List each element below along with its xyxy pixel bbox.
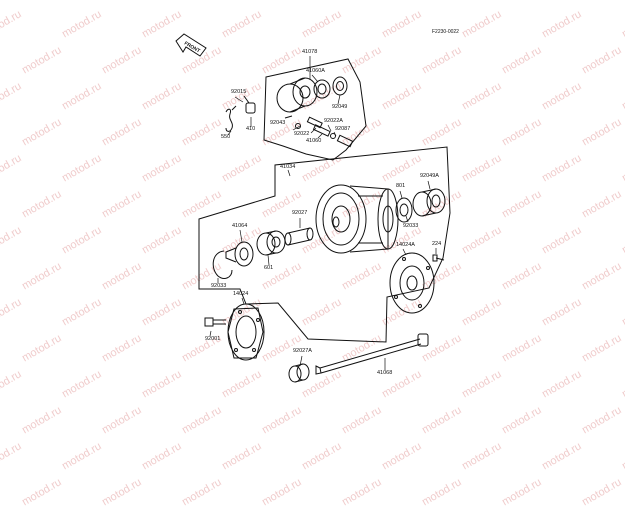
part-label-41034: 41034 [280, 164, 296, 170]
part-label-801: 801 [396, 183, 406, 189]
bearing-601-part [257, 231, 285, 255]
part-label-92033-right: 92033 [403, 223, 419, 229]
part-label-14024: 14024 [233, 291, 249, 297]
part-label-41060: 41060 [306, 138, 322, 144]
pin-parts [285, 116, 353, 147]
watermark-text: motod.ru [340, 476, 384, 508]
part-label-92027A: 92027A [293, 348, 312, 354]
part-label-92027: 92027 [292, 210, 308, 216]
part-label-92049: 92049 [332, 104, 348, 110]
part-label-92001: 92001 [205, 336, 221, 342]
part-label-92087: 92087 [335, 126, 351, 132]
watermark-text: motod.ru [420, 476, 464, 508]
part-label-92022: 92022 [294, 131, 310, 137]
watermark-text: motod.ru [180, 476, 224, 508]
spacer-tube-part [285, 228, 313, 245]
part-label-41068: 41068 [377, 370, 393, 376]
part-label-410: 410 [246, 126, 256, 132]
part-label-41064: 41064 [232, 223, 248, 229]
axle-41068-part [316, 334, 428, 374]
circlip-part [213, 251, 232, 278]
watermark-text: motod.ru [260, 476, 304, 508]
part-label-14024A: 14024A [396, 242, 415, 248]
part-label-41060A: 41060A [306, 68, 325, 74]
brake-plate-left-part [228, 304, 264, 360]
exploded-parts-diagram: FRONT [0, 0, 625, 468]
watermark-text: motod.ru [100, 476, 144, 508]
part-label-41078: 41078 [302, 49, 318, 55]
part-label-92015: 92015 [231, 89, 247, 95]
part-label-224: 224 [432, 241, 442, 247]
hub-body-part [316, 185, 398, 253]
leader-lines [210, 56, 436, 370]
bearing-set-outline [264, 59, 366, 160]
watermark-text: motod.ru [580, 476, 624, 508]
part-label-92049A: 92049A [420, 173, 439, 179]
seal-92049-part [333, 77, 347, 95]
figure-code: F2230-0022 [432, 29, 459, 35]
part-label-601: 601 [264, 265, 274, 271]
collar-92027A-part [289, 364, 309, 382]
part-label-550: 550 [221, 134, 231, 140]
speedometer-gear-part [226, 242, 253, 266]
bearing-801-part [396, 198, 412, 222]
seal-92049A-part [413, 189, 445, 216]
screw-224-part [433, 255, 444, 261]
bolt-92001-part [205, 318, 226, 326]
gear-housing-part [277, 78, 317, 112]
brake-disc-right-part [390, 253, 434, 313]
wheel-hub-outline [199, 147, 450, 342]
part-label-92043: 92043 [270, 120, 286, 126]
part-label-92033-left: 92033 [211, 283, 227, 289]
watermark-text: motod.ru [500, 476, 544, 508]
bearing-ring-part [314, 80, 330, 98]
front-arrow-icon: FRONT [176, 34, 206, 56]
watermark-text: motod.ru [20, 476, 64, 508]
part-label-92022A: 92022A [324, 118, 343, 124]
spring-clip-part [226, 96, 255, 131]
